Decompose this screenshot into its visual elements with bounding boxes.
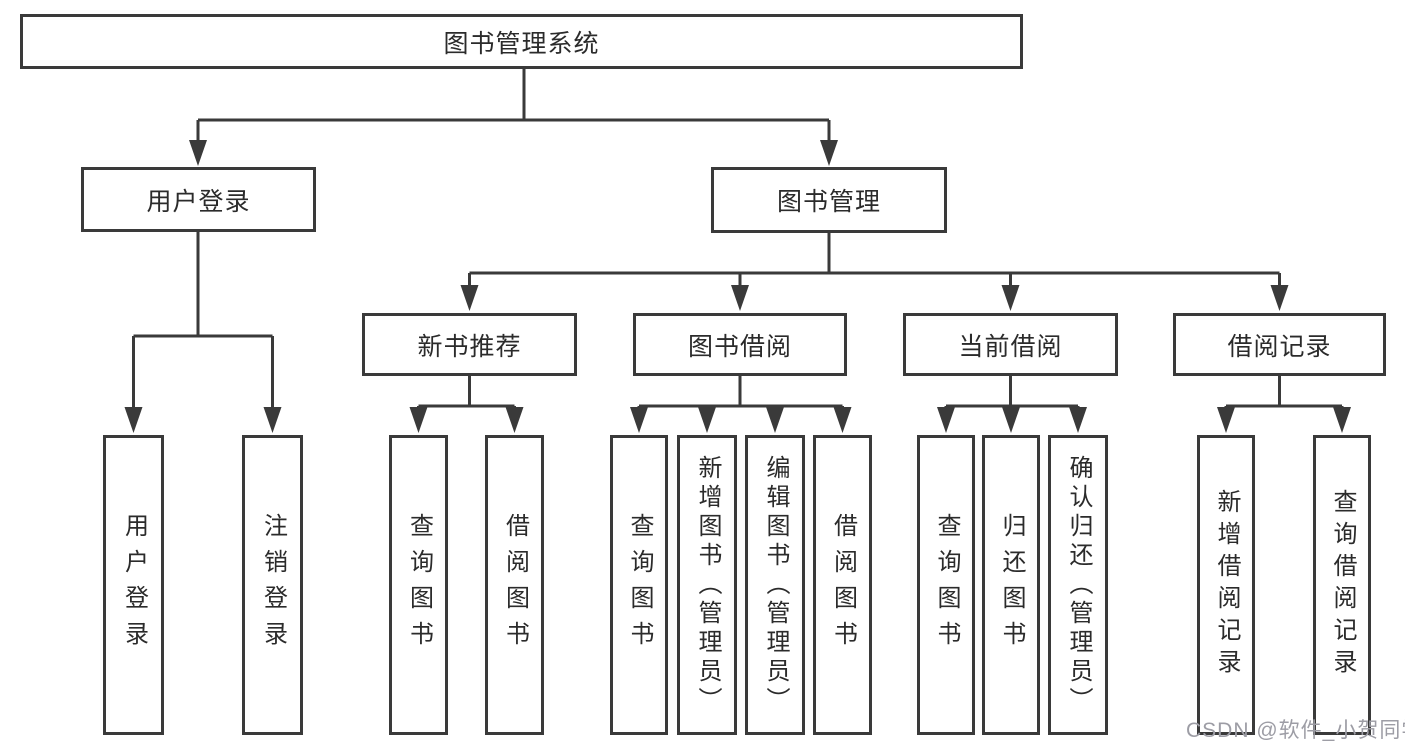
node-user-login: 用户登录 [81, 167, 316, 232]
watermark-text: CSDN @软件_小贺同学 [1186, 719, 1405, 742]
node-current-borrowing: 当前借阅 [903, 313, 1118, 376]
node-book-management: 图书管理 [711, 167, 947, 233]
node-query-books-borrowing: 查询图书 [610, 435, 668, 735]
node-borrowing-records: 借阅记录 [1173, 313, 1386, 376]
node-label: 图书管理 [776, 188, 881, 216]
node-book-borrowing: 图书借阅 [633, 313, 847, 376]
node-label: 用户登录 [146, 187, 251, 216]
node-add-book-admin: 新增图书（管理员） [677, 435, 737, 735]
node-label: 注销登录 [259, 513, 287, 657]
node-query-borrow-record: 查询借阅记录 [1313, 435, 1371, 735]
node-label: 新书推荐 [417, 332, 522, 361]
node-query-books-current: 查询图书 [917, 435, 975, 735]
node-label: 编辑图书（管理员） [762, 454, 789, 716]
node-add-borrow-record: 新增借阅记录 [1197, 435, 1255, 735]
node-label: 查询借阅记录 [1329, 489, 1356, 681]
node-label: 用户登录 [120, 513, 148, 657]
node-label: 归还图书 [998, 513, 1025, 657]
node-label: 查询图书 [405, 513, 433, 657]
node-user-login-leaf: 用户登录 [103, 435, 164, 735]
node-borrow-books-recommend: 借阅图书 [485, 435, 544, 735]
node-label: 查询图书 [933, 513, 960, 657]
node-label: 新增借阅记录 [1213, 489, 1240, 681]
node-query-books-recommend: 查询图书 [389, 435, 448, 735]
node-label: 借阅图书 [829, 513, 857, 657]
node-label: 当前借阅 [958, 332, 1063, 361]
node-library-management-system: 图书管理系统 [20, 14, 1023, 69]
node-label: 图书借阅 [687, 332, 792, 361]
node-return-books: 归还图书 [982, 435, 1040, 735]
node-edit-book-admin: 编辑图书（管理员） [745, 435, 805, 735]
node-label: 查询图书 [626, 513, 653, 657]
node-label: 新增图书（管理员） [694, 454, 721, 716]
node-borrow-books-borrowing: 借阅图书 [813, 435, 872, 735]
node-new-book-recommendation: 新书推荐 [362, 313, 577, 376]
node-label: 图书管理系统 [443, 29, 600, 58]
node-logout: 注销登录 [242, 435, 303, 735]
node-label: 借阅图书 [501, 513, 529, 657]
node-confirm-return-admin: 确认归还（管理员） [1048, 435, 1108, 735]
node-label: 确认归还（管理员） [1065, 454, 1092, 716]
node-label: 借阅记录 [1227, 332, 1332, 361]
